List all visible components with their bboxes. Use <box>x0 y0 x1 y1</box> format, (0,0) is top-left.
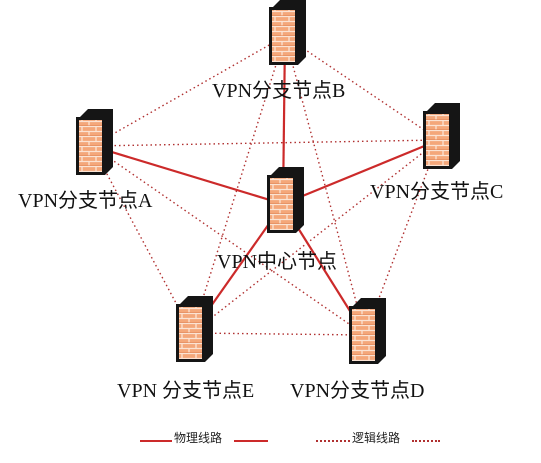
firewall-node-d[interactable] <box>349 298 386 364</box>
logical-link-a-b <box>91 35 286 147</box>
node-label-a: VPN分支节点A <box>18 190 153 212</box>
firewall-node-b[interactable] <box>269 0 306 65</box>
logical-link-a-d <box>91 145 366 336</box>
node-label-e: VPN 分支节点E <box>117 380 255 402</box>
node-label-d: VPN分支节点D <box>290 380 425 402</box>
firewall-icon <box>349 298 386 364</box>
logical-link-b-d <box>284 35 366 336</box>
logical-link-c-e <box>191 139 440 334</box>
physical-link-center-a <box>91 144 284 206</box>
legend-physical-line-right <box>234 440 268 442</box>
firewall-node-e[interactable] <box>176 296 213 362</box>
firewall-icon <box>176 296 213 362</box>
logical-link-d-e <box>191 332 366 336</box>
logical-link-a-c <box>91 139 440 147</box>
legend-physical-label: 物理线路 <box>174 431 223 445</box>
node-label-center: VPN中心节点 <box>217 251 338 273</box>
firewall-node-center[interactable] <box>267 167 304 233</box>
logical-links <box>91 35 440 336</box>
firewall-icon <box>269 0 306 65</box>
legend-logical-line-left <box>316 440 350 442</box>
firewall-node-a[interactable] <box>76 109 113 175</box>
node-label-b: VPN分支节点B <box>212 80 346 102</box>
node-label-c: VPN分支节点C <box>370 181 504 203</box>
firewall-icon <box>267 167 304 233</box>
logical-link-c-d <box>364 139 440 336</box>
physical-link-center-c <box>282 138 440 206</box>
firewall-icon <box>76 109 113 175</box>
logical-link-a-e <box>91 145 193 334</box>
firewall-icon <box>423 103 460 169</box>
legend-physical-line-left <box>140 440 172 442</box>
legend-logical-line-right <box>412 440 440 442</box>
legend-logical-label: 逻辑线路 <box>352 431 401 445</box>
firewall-node-c[interactable] <box>423 103 460 169</box>
